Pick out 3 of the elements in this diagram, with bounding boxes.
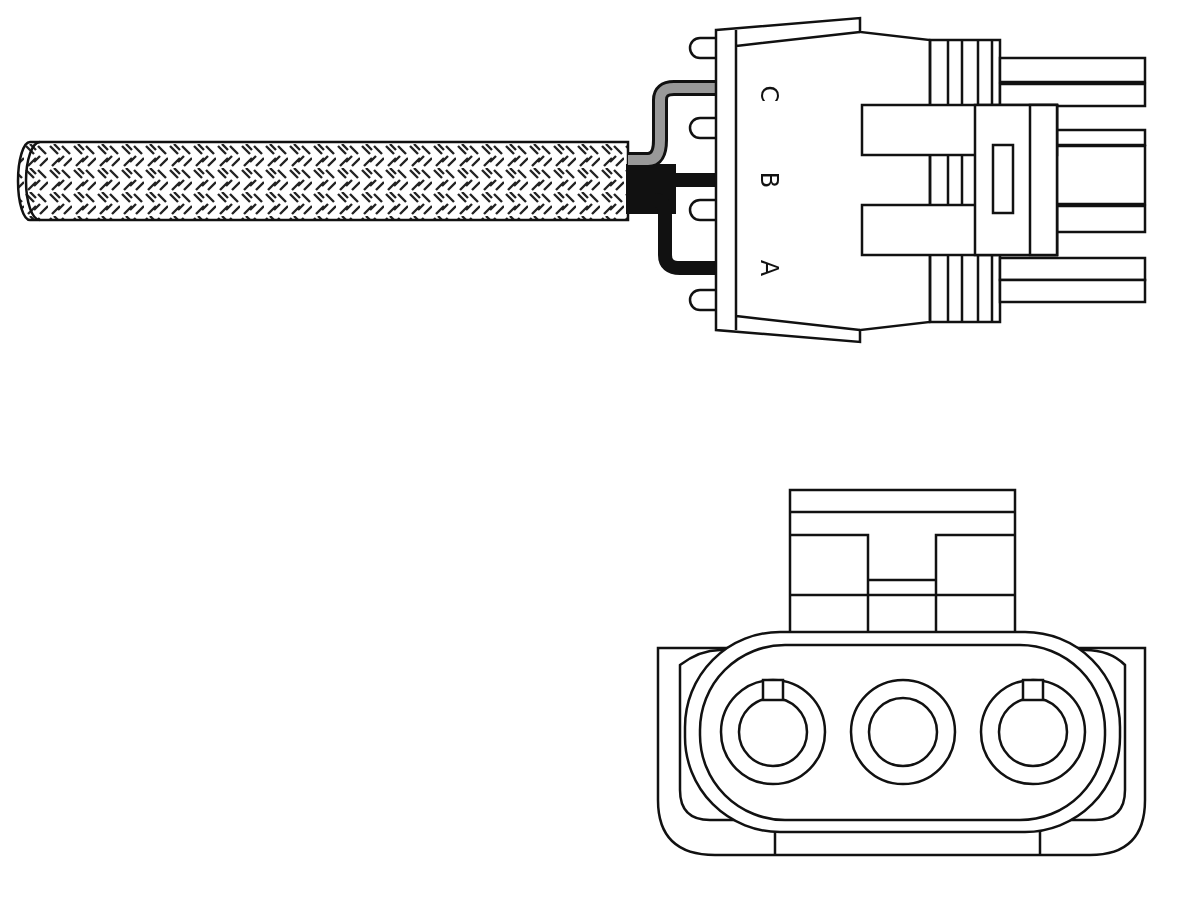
pin-label: A [757, 259, 781, 277]
pin-label: C [757, 85, 781, 103]
pin-label: B [757, 171, 781, 189]
